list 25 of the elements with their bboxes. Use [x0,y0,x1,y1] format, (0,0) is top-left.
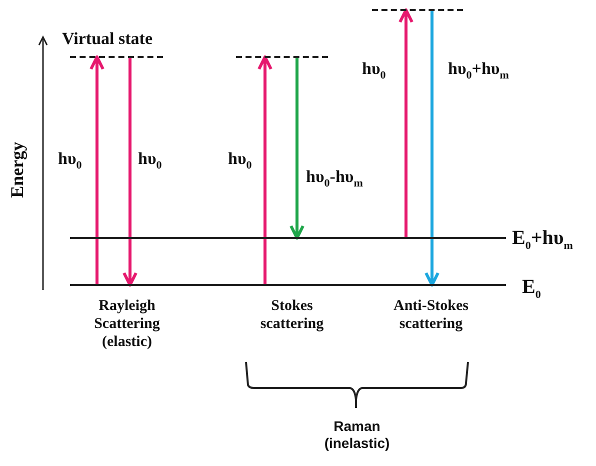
edge-label: hυ$_{0}$ [58,150,82,172]
scattering-label: Rayleigh Scattering (elastic) [93,297,161,351]
virtual-level-line [70,56,163,58]
scattering-label: Anti-Stokes scattering [392,297,470,333]
energy-level-line [70,237,506,239]
edge-label: hυ$_{0}$+hυ$_{m}$ [448,60,509,82]
edge-label: hυ$_{0}$-hυ$_{m}$ [306,168,363,190]
transition-arrow [290,57,304,240]
transition-arrow [398,8,414,238]
transition-arrow [122,57,138,286]
energy-level-line [70,284,506,286]
level-label: E$_{0}$+hυ$_{m}$ [512,227,573,252]
level-label: Virtual state [62,30,152,49]
edge-label: hυ$_{0}$ [138,150,162,172]
virtual-level-line [236,56,328,58]
edge-label: hυ$_{0}$ [228,150,252,172]
axis-label: Energy [8,142,28,198]
edge-label: hυ$_{0}$ [362,60,386,82]
scattering-label: Stokes scattering [259,297,325,333]
virtual-level-line [372,9,463,11]
level-label: E$_{0}$ [522,276,541,302]
transition-arrow [90,56,104,285]
group-label: Raman (inelastic) [323,418,391,452]
transition-arrow [258,56,272,285]
transition-arrow [424,10,440,286]
